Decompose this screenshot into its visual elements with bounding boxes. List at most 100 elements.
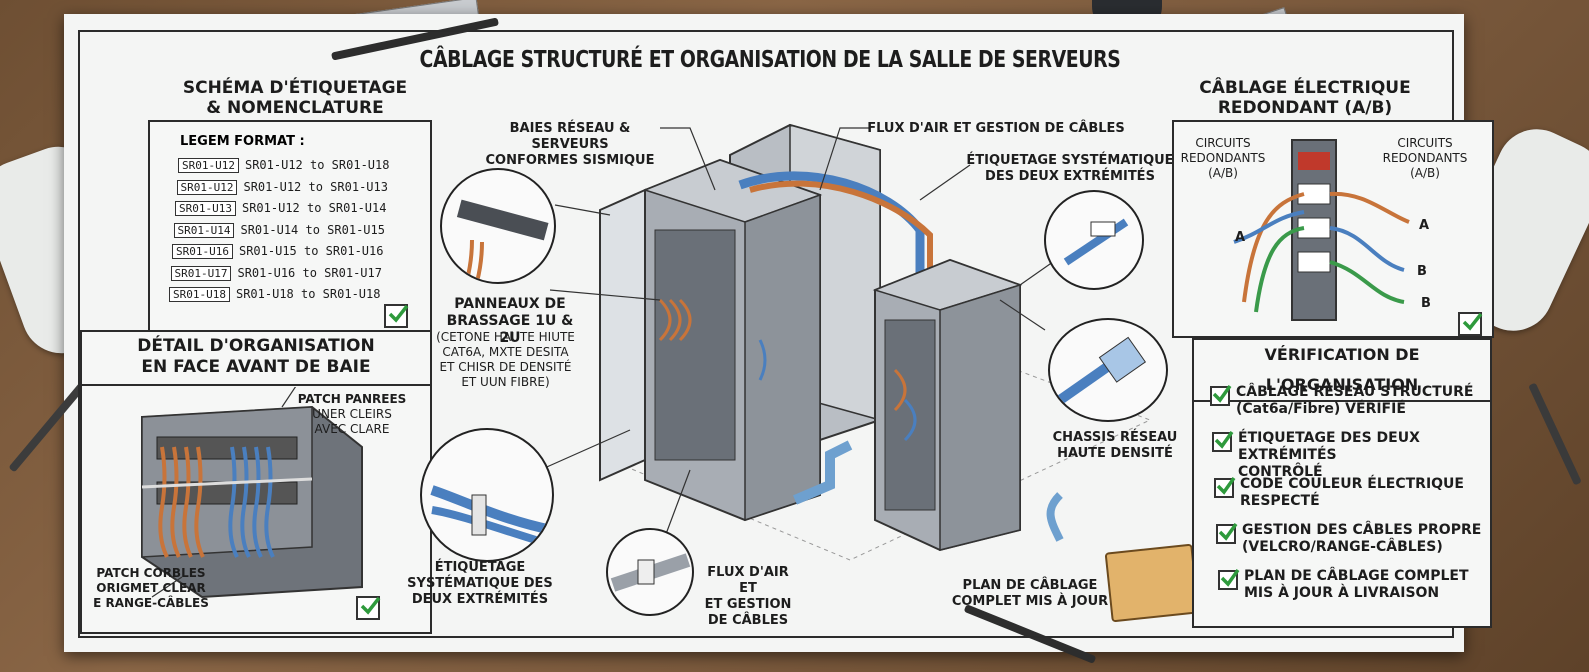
format-label: LEGEM FORMAT : [180,134,305,149]
label-panneaux-desc-line3: ET CHISR DE DENSITÉ [439,360,572,374]
verification-item-line: ÉTIQUETAGE DES DEUX EXTRÉMITÉS [1238,430,1420,463]
check-icon [1214,476,1236,498]
label-flux-bottom-line1: FLUX D'AIR ET [707,565,789,596]
page-title: CÂBLAGE STRUCTURÉ ET ORGANISATION DE LA … [419,47,1121,73]
power-a-left: A [1234,230,1246,245]
check-icon [1212,430,1234,452]
power-right-label: CIRCUITS REDONDANTS (A/B) [1370,136,1480,181]
power-right-label-line1: CIRCUITS [1397,136,1453,150]
server-racks-illustration [599,123,1152,561]
verification-item-line: CODE COULEUR ÉLECTRIQUE [1240,476,1464,492]
power-panel: CIRCUITS REDONDANTS (A/B) CIRCUITS REDON… [1172,120,1494,338]
label-flux-top: FLUX D'AIR ET GESTION DE CÂBLES [867,121,1125,136]
verification-item-line: CÂBLAGE RÉSEAU STRUCTURÉ [1236,384,1474,400]
folder-icon [1104,543,1200,623]
detail-circle-velcro [606,528,694,616]
label-row: SR01-U12 SR01-U12 to SR01-U13 [176,179,388,198]
verification-title: VÉRIFICATION DE L'ORGANISATION [1194,340,1490,402]
label-range: SR01-U12 to SR01-U13 [243,179,388,194]
power-left-label-line1: CIRCUITS [1195,136,1251,150]
verification-item-line: PLAN DE CÂBLAGE COMPLET [1244,568,1469,584]
power-b2: B [1421,296,1431,311]
label-range: SR01-U16 to SR01-U17 [237,265,382,280]
label-etiquetage-bottom-line2: SYSTÉMATIQUE DES [407,576,553,591]
detail-circle-cable-bundle [420,428,554,562]
label-range: SR01-U14 to SR01-U15 [240,222,385,237]
label-plan-line1: PLAN DE CÂBLAGE [962,578,1098,593]
verification-item-line: (VELCRO/RANGE-CÂBLES) [1242,539,1443,555]
front-detail-header: DÉTAIL D'ORGANISATION EN FACE AVANT DE B… [82,336,430,386]
front-callout-bottom-line3: E RANGE-CÂBLES [93,596,209,610]
label-chassis: CHASSIS RÉSEAU HAUTE DENSITÉ [1045,430,1185,462]
verification-panel: VÉRIFICATION DE L'ORGANISATION CÂBLAGE R… [1192,338,1492,628]
label-tag: SR01-U13 [175,201,236,216]
verification-list: CÂBLAGE RÉSEAU STRUCTURÉ(Cat6a/Fibre) VÉ… [1194,384,1490,620]
front-panel-illustration [141,387,363,599]
power-title-line1: CÂBLAGE ÉLECTRIQUE [1199,78,1411,98]
labeling-title-line1: SCHÉMA D'ÉTIQUETAGE [182,78,408,98]
label-chassis-line1: CHASSIS RÉSEAU [1052,430,1178,445]
label-tag: SR01-U12 [176,179,238,195]
front-detail-title-line1: DÉTAIL D'ORGANISATION [137,336,375,356]
power-a-right: A [1418,218,1430,233]
front-callout-bottom-line1: PATCH CORBLES [96,566,206,580]
label-panneaux-desc-line2: CAT6A, MXTE DESITA [442,345,569,359]
detail-circle-patch-panel [440,168,556,284]
label-range: SR01-U12 to SR01-U14 [241,201,387,215]
label-panneaux-line1: PANNEAUX DE [454,296,566,312]
label-etiquetage-bottom-line3: DEUX EXTRÉMITÉS [411,592,549,607]
detail-circle-label [1044,190,1144,290]
power-right-label-line2: REDONDANTS [1382,151,1468,165]
label-panneaux-desc-line1: (CETONE HAUTE HIUTE [436,330,575,344]
power-left-label-line3: (A/B) [1208,166,1238,180]
verification-item-line: MIS À JOUR À LIVRAISON [1244,585,1440,601]
label-row: SR01-U17 SR01-U16 to SR01-U17 [170,265,382,284]
check-icon [1210,384,1232,406]
label-etiquetage-top-line1: ÉTIQUETAGE SYSTÉMATIQUE [966,153,1174,168]
rack-units-left [654,229,736,461]
front-callout-bottom: PATCH CORBLES ORIGMET CLEAR E RANGE-CÂBL… [86,566,216,611]
label-tag: SR01-U12 [178,158,239,173]
front-callout-top-line3: AVEC CLARE [314,422,390,436]
pdu-illustration [1233,139,1410,321]
label-flux-bottom-line3: DE CÂBLES [707,613,789,628]
verification-item-line: (Cat6a/Fibre) VÉRIFIÉ [1236,401,1406,417]
verification-item-line: CONTRÔLÉ [1238,464,1323,480]
power-left-label-line2: REDONDANTS [1180,151,1266,165]
power-heading: CÂBLAGE ÉLECTRIQUE REDONDANT (A/B) [1190,78,1420,118]
label-tag: SR01-U17 [170,265,232,281]
labeling-heading: SCHÉMA D'ÉTIQUETAGE & NOMENCLATURE [150,78,440,118]
power-title-line2: REDONDANT (A/B) [1217,98,1393,118]
label-plan-line2: COMPLET MIS À JOUR [951,594,1109,609]
verification-item: CÂBLAGE RÉSEAU STRUCTURÉ(Cat6a/Fibre) VÉ… [1210,384,1473,418]
label-row: SR01-U14 SR01-U14 to SR01-U15 [173,222,385,241]
label-tag: SR01-U14 [173,222,235,238]
label-row: SR01-U12 SR01-U12 to SR01-U18 [178,158,389,176]
label-etiquetage-bottom: ÉTIQUETAGE SYSTÉMATIQUE DES DEUX EXTRÉMI… [400,560,560,608]
label-baies: BAIES RÉSEAU & SERVEURS CONFORMES SISMIQ… [470,121,670,169]
label-chassis-line2: HAUTE DENSITÉ [1057,446,1173,461]
front-detail-title-line2: EN FACE AVANT DE BAIE [141,357,371,377]
label-panneaux: PANNEAUX DE BRASSAGE 1U & 2U [440,296,580,347]
verification-item-line: GESTION DES CÂBLES PROPRE [1242,522,1482,538]
front-detail-checkbox [356,596,381,620]
check-icon [1218,568,1240,590]
label-flux-bottom-line2: ET GESTION [704,597,792,612]
label-panneaux-line2: BRASSAGE 1U & 2U [446,313,574,346]
front-callout-top-line2: UNER CLEIRS [312,407,392,421]
power-b1: B [1417,264,1427,279]
labeling-title-line2: & NOMENCLATURE [206,98,384,118]
verification-item: GESTION DES CÂBLES PROPRE(VELCRO/RANGE-C… [1216,522,1481,556]
front-callout-top-line1: PATCH PANREES [297,392,407,406]
label-range: SR01-U12 to SR01-U18 [244,158,390,172]
label-flux-bottom: FLUX D'AIR ET ET GESTION DE CÂBLES [698,565,798,629]
verification-item-line: RESPECTÉ [1240,493,1320,509]
label-plan: PLAN DE CÂBLAGE COMPLET MIS À JOUR [950,578,1110,610]
label-etiquetage-bottom-line1: ÉTIQUETAGE [434,560,526,575]
front-callout-top: PATCH PANREES UNER CLEIRS AVEC CLARE [292,392,412,437]
